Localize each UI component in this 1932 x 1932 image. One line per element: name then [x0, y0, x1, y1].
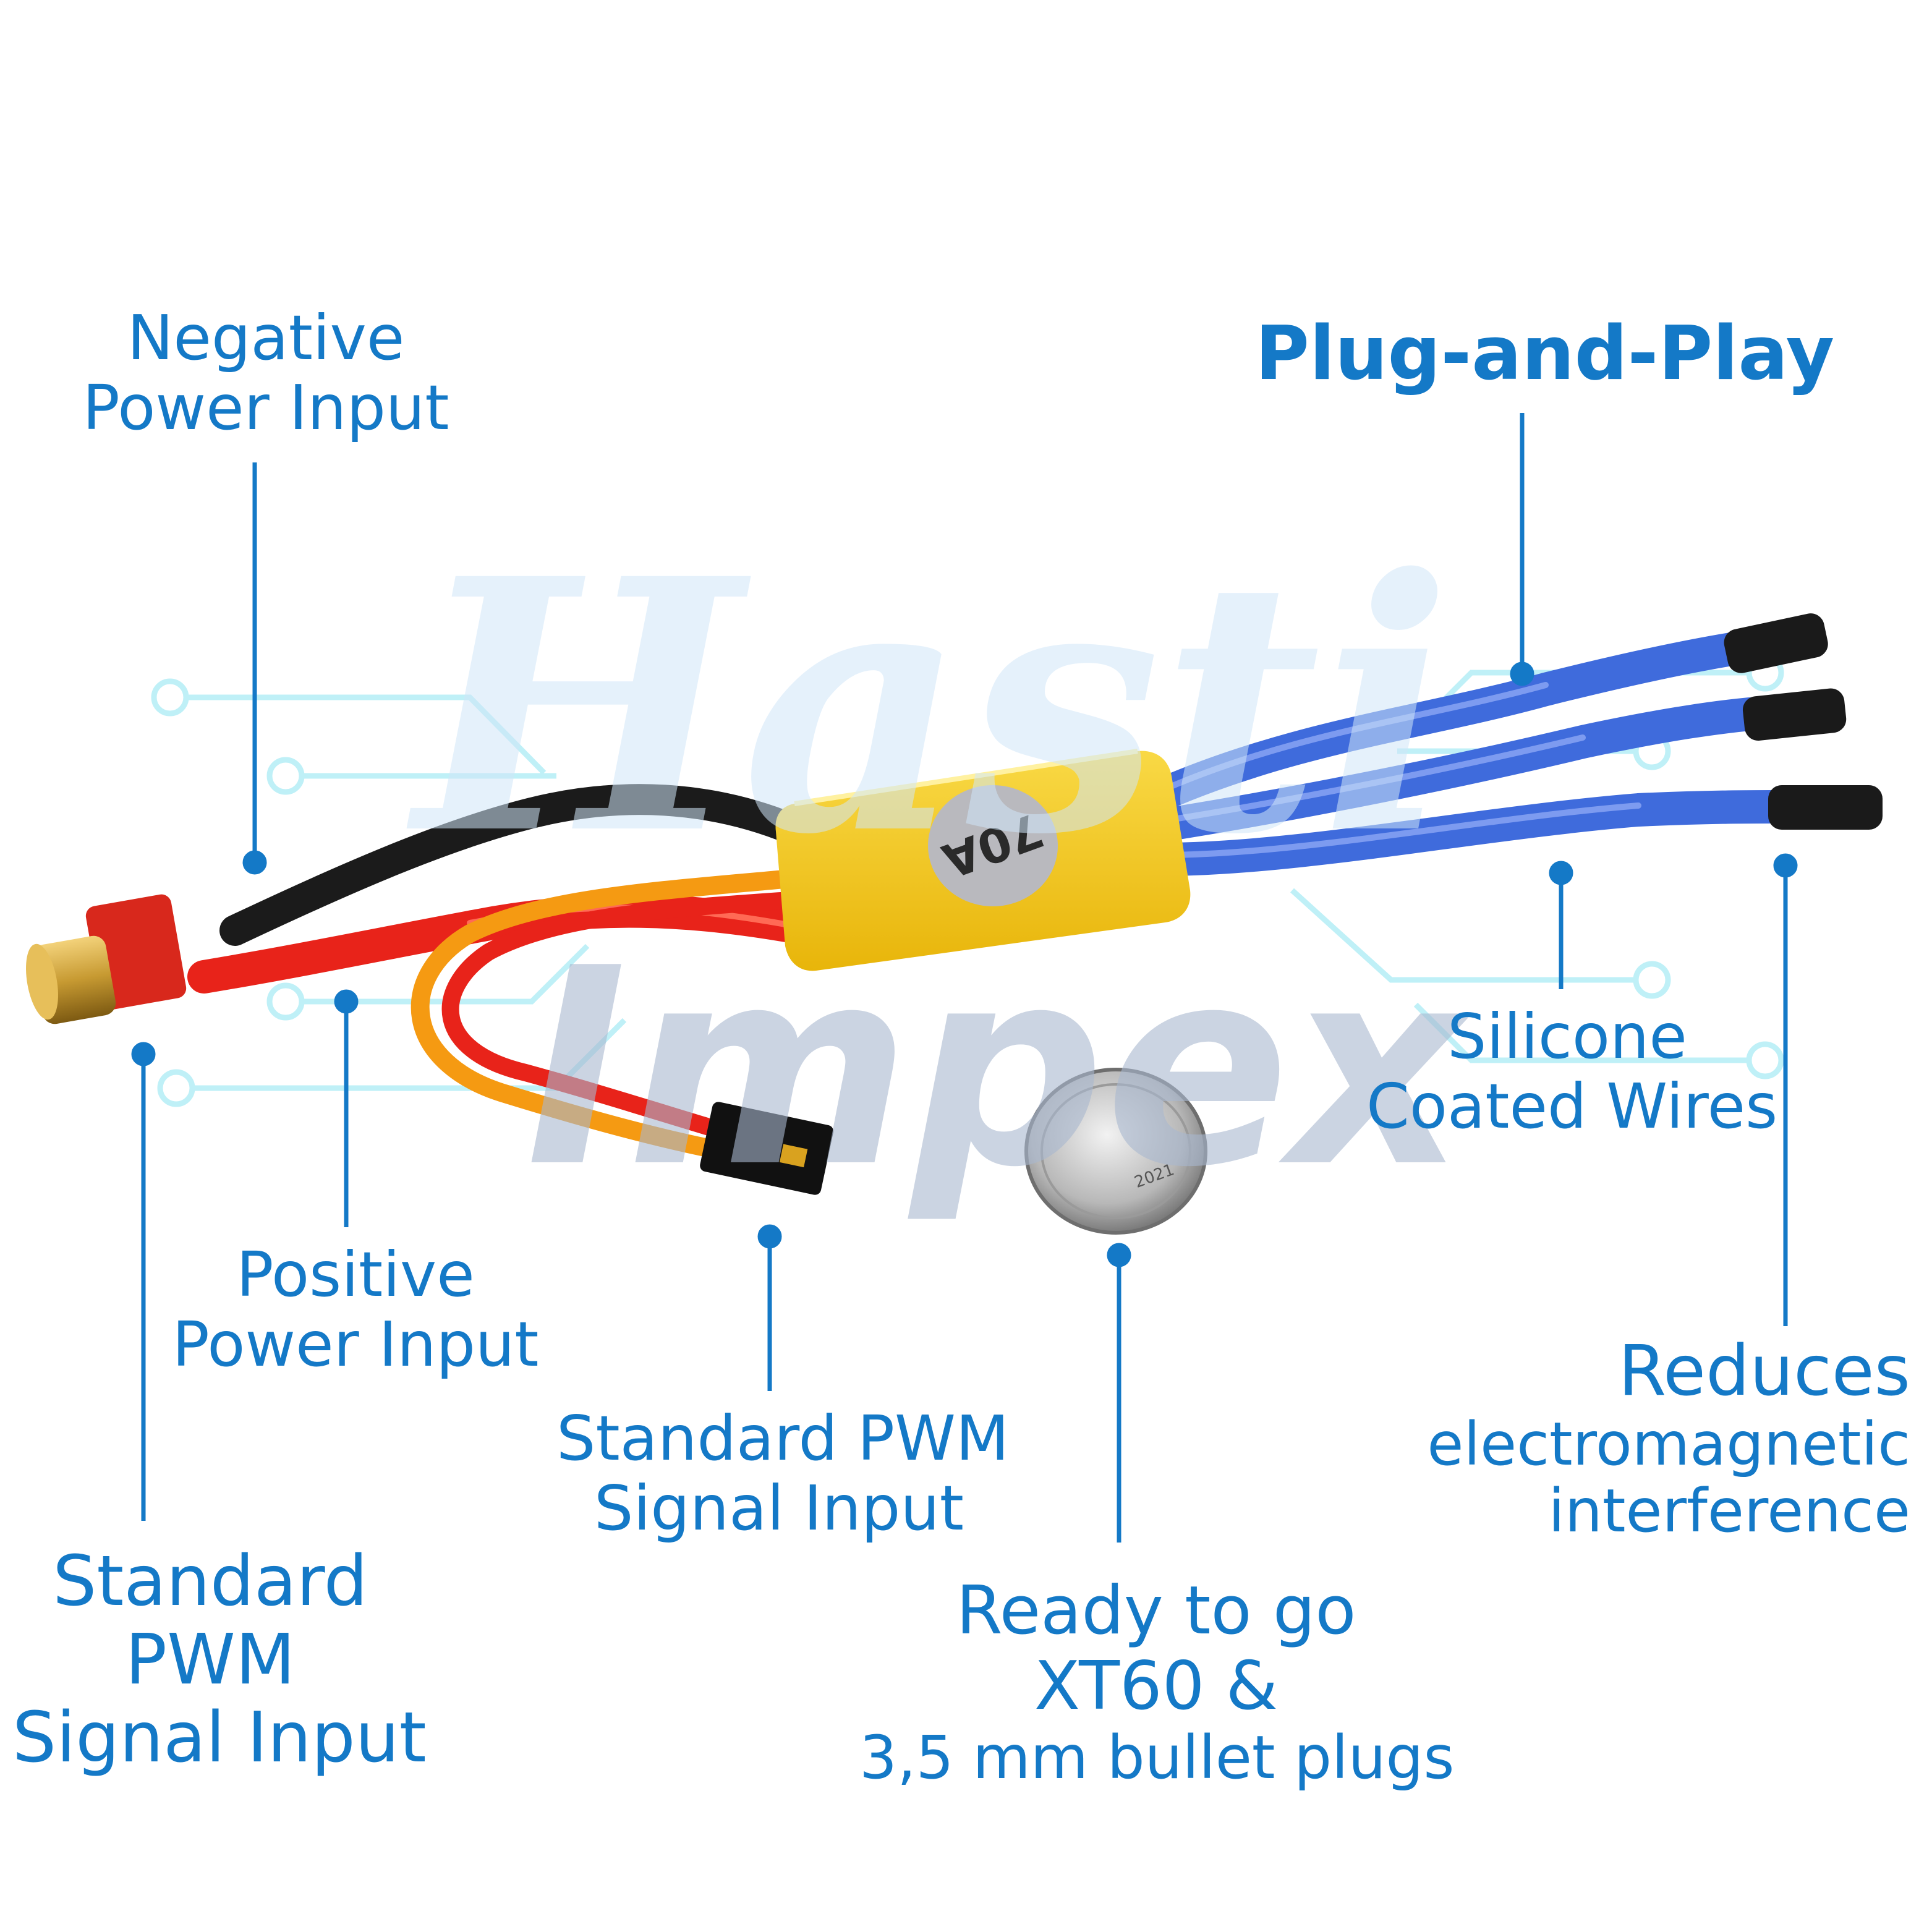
callout-line: Silicone — [1447, 1000, 1687, 1073]
callout-negative-power-input: Negative Power Input — [80, 303, 451, 443]
watermark-brand-line1: Hasti — [404, 504, 1452, 911]
callout-line: Plug-and-Play — [1255, 311, 1834, 397]
callout-line: Negative — [127, 302, 405, 374]
callout-standard-pwm-signal-left: Standard PWM Signal Input — [12, 1541, 427, 1779]
watermark-brand-line2: Impex — [526, 910, 1472, 1227]
callout-line: Power Input — [172, 1308, 539, 1381]
signal-wires — [411, 869, 807, 1159]
callout-positive-power-input: Positive Power Input — [167, 1240, 544, 1379]
callout-line: Standard PWM — [556, 1402, 1010, 1475]
callout-line: interference — [1548, 1476, 1910, 1546]
callout-ready-to-go: Ready to go XT60 & 3,5 mm bullet plugs — [859, 1572, 1455, 1793]
callout-line: Positive — [236, 1238, 475, 1311]
callout-standard-pwm-signal-center: Standard PWM Signal Input — [556, 1402, 1010, 1544]
bullet-connectors — [1724, 613, 1883, 830]
phase-wires — [1146, 632, 1791, 876]
callout-line: XT60 & — [1034, 1648, 1279, 1726]
leader-lines — [131, 413, 1798, 1543]
callout-line: 3,5 mm bullet plugs — [859, 1723, 1455, 1793]
callout-line: electromagnetic — [1427, 1409, 1910, 1479]
power-connector — [26, 894, 187, 1024]
callout-plug-and-play: Plug-and-Play — [1255, 311, 1834, 397]
callout-line: Ready to go — [956, 1572, 1356, 1649]
callout-line: PWM — [125, 1619, 296, 1700]
size-reference-coin — [1024, 1068, 1207, 1235]
callout-line: Coated Wires — [1366, 1070, 1778, 1143]
callout-line: Standard — [53, 1541, 368, 1622]
callout-silicone-coated-wires: Silicone Coated Wires — [1366, 1000, 1778, 1143]
esc-module — [775, 749, 1191, 971]
callout-line: Signal Input — [594, 1472, 964, 1544]
esc-label-disc — [928, 785, 1058, 906]
callout-line: Power Input — [82, 372, 449, 444]
callout-reduces-emi: Reduces electromagnetic interference — [1403, 1331, 1910, 1546]
callout-line: Reduces — [1618, 1331, 1910, 1411]
servo-connector — [700, 1102, 834, 1195]
callout-line: Signal Input — [12, 1698, 427, 1779]
